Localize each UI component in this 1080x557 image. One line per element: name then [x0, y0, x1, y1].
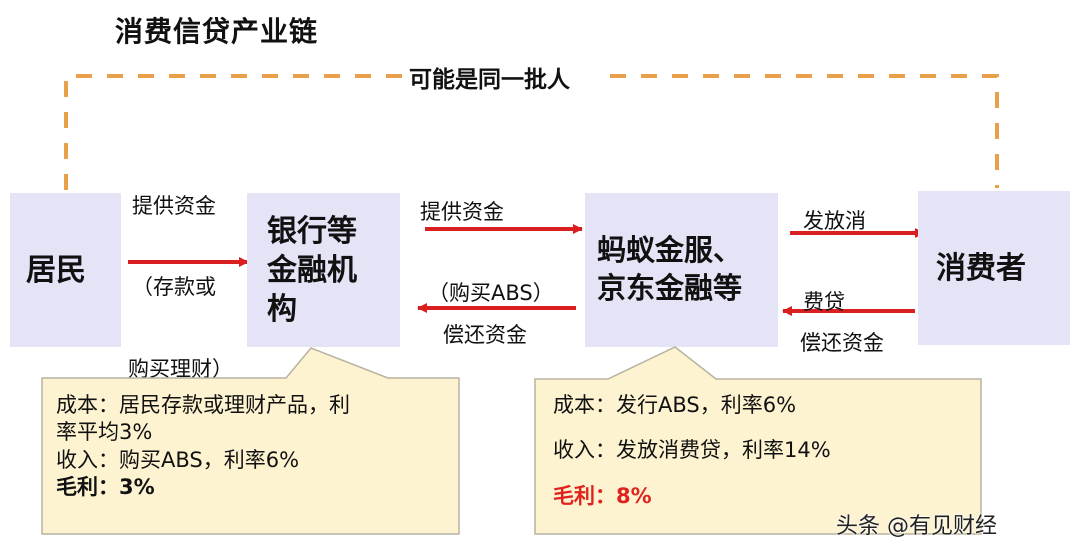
edge-label-consumers-fintech: 偿还资金 — [800, 331, 884, 355]
watermark: 头条 @有见财经 — [836, 514, 997, 539]
edge-label-line: （存款或 — [132, 275, 216, 300]
callout-banks-line: 收入：购买ABS，利率6% — [56, 447, 300, 472]
diagram-title: 消费信贷产业链 — [115, 15, 319, 48]
dashed-link-label: 可能是同一批人 — [405, 60, 574, 94]
edge-label-line: 费贷 — [803, 290, 845, 315]
callout-banks: 成本：居民存款或理财产品，利 率平均3% 收入：购买ABS，利率6% 毛利：3% — [56, 392, 350, 501]
node-fintech: 蚂蚁金服、 京东金融等 — [585, 193, 778, 347]
node-banks: 银行等 金融机 构 — [247, 193, 400, 347]
node-residents: 居民 — [10, 193, 121, 347]
edge-label-line: 提供资金 — [132, 193, 216, 218]
callout-fintech-line: 收入：发放消费贷，利率14% — [553, 438, 831, 463]
dashed-link-line — [64, 74, 999, 190]
node-consumers-label: 消费者 — [936, 250, 1026, 286]
edge-label-fintech-consumers: 发放消 费贷 — [803, 153, 866, 344]
edge-label-line: （购买ABS） — [428, 281, 554, 306]
node-fintech-line: 京东金融等 — [597, 271, 743, 305]
node-residents-label: 居民 — [26, 252, 86, 288]
node-fintech-line: 蚂蚁金服、 — [597, 233, 743, 268]
edge-label-line: 提供资金 — [420, 199, 504, 224]
edge-label-fintech-banks: 偿还资金 — [443, 323, 527, 347]
edge-label-line: 发放消 — [803, 208, 866, 233]
callout-fintech-profit: 毛利：8% — [553, 483, 652, 508]
node-banks-line: 构 — [267, 291, 297, 327]
node-banks-line: 银行等 — [267, 213, 357, 249]
edge-label-banks-fintech: 提供资金 （购买ABS） — [420, 144, 554, 335]
callout-banks-line: 率平均3% — [56, 420, 153, 445]
callout-fintech: 成本：发行ABS，利率6% 收入：发放消费贷，利率14% 毛利：8% — [553, 392, 831, 510]
callout-banks-profit: 毛利：3% — [56, 474, 155, 499]
node-banks-line: 金融机 — [267, 252, 357, 288]
callout-banks-line: 成本：居民存款或理财产品，利 — [56, 393, 350, 417]
callout-fintech-line: 成本：发行ABS，利率6% — [553, 393, 797, 417]
node-consumers: 消费者 — [918, 191, 1070, 345]
